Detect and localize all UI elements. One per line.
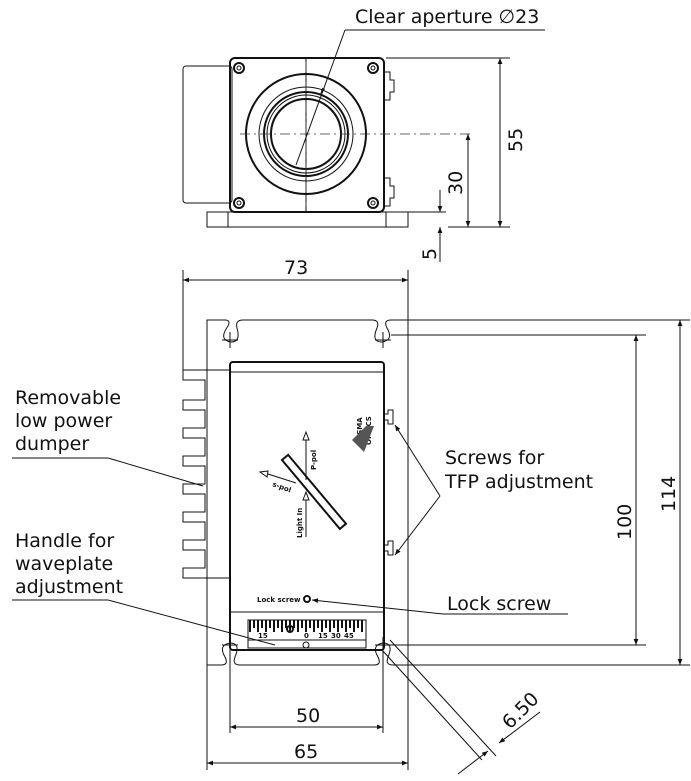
svg-text:EKSMA: EKSMA (356, 417, 364, 445)
lock-screw[interactable] (303, 595, 311, 603)
front-view: P-pol s-pol Light In EKSMA OPTICS Lock s… (182, 319, 409, 666)
svg-text:waveplate: waveplate (15, 553, 113, 575)
tfp-screw (384, 409, 394, 425)
base-plate (206, 211, 409, 228)
svg-text:Lock screw: Lock screw (447, 593, 551, 615)
svg-text:Removable: Removable (15, 387, 121, 409)
callout-screws: Screws for TFP adjustment (394, 424, 593, 556)
dumper-fins (182, 369, 230, 579)
svg-text:15: 15 (318, 632, 328, 640)
lock-screw-device-label: Lock screw (257, 596, 301, 604)
callout-dumper: Removable low power dumper (12, 387, 204, 487)
svg-text:adjustment: adjustment (15, 576, 123, 598)
svg-text:15: 15 (258, 632, 268, 640)
dim-30: 30 (445, 171, 467, 195)
eksma-logo: EKSMA OPTICS (352, 416, 374, 452)
dim-73: 73 (284, 257, 308, 279)
dim-55: 55 (505, 128, 527, 152)
tfp-screw (384, 71, 395, 101)
dim-5: 5 (419, 248, 441, 260)
svg-text:dumper: dumper (15, 433, 89, 455)
svg-text:30: 30 (331, 632, 341, 640)
top-view (182, 57, 470, 228)
svg-text:low power: low power (15, 410, 112, 432)
light-in-label: Light In (296, 508, 304, 538)
dumper-side (182, 65, 233, 204)
svg-text:Screws for: Screws for (445, 447, 544, 469)
dim-100: 100 (614, 504, 636, 540)
housing (229, 361, 385, 651)
dim-114: 114 (658, 476, 680, 512)
svg-text:0: 0 (304, 632, 309, 640)
svg-text:Handle for: Handle for (15, 530, 114, 552)
waveplate-dial[interactable]: 15 0 15 30 45 (247, 619, 367, 649)
clear-aperture-label: Clear aperture ∅23 (355, 6, 539, 28)
p-pol-label: P-pol (310, 450, 318, 470)
tfp-screw (384, 540, 394, 556)
svg-text:45: 45 (344, 632, 354, 640)
callout-handle: Handle for waveplate adjustment (12, 530, 276, 646)
dim-65: 65 (294, 741, 318, 763)
s-pol-label: s-pol (271, 480, 292, 494)
callout-lock-screw: Lock screw (311, 593, 568, 615)
tfp-plate (280, 453, 348, 531)
svg-text:TFP adjustment: TFP adjustment (444, 471, 593, 493)
dim-50: 50 (296, 705, 320, 727)
corner-screws (233, 62, 379, 209)
tfp-screw (384, 177, 395, 207)
